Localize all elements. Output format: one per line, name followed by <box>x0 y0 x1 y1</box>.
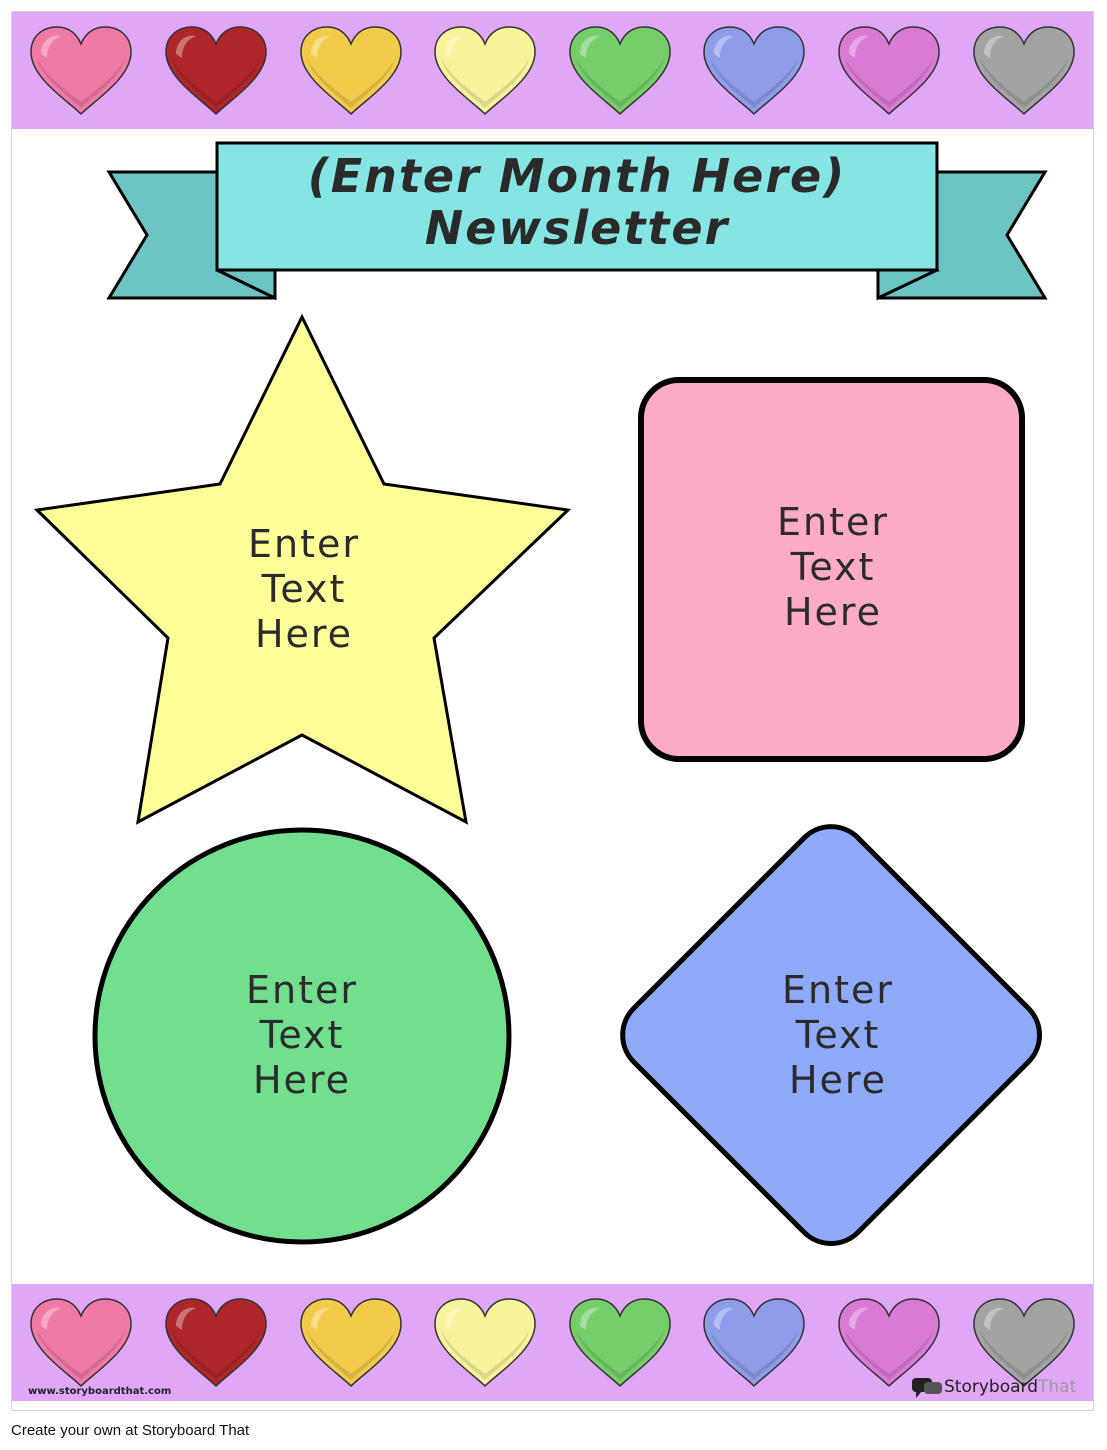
diamond-text-line-1: Enter <box>782 968 894 1012</box>
circle-text-line-3: Here <box>252 1058 352 1102</box>
title-line-newsletter: Newsletter <box>424 201 730 255</box>
star-text-line-2: Text <box>261 567 347 611</box>
logo-that: That <box>1038 1377 1077 1397</box>
heart-icon <box>434 1297 536 1387</box>
logo-storyboard: Storyboard <box>944 1377 1038 1397</box>
square-text-line-1: Enter <box>777 500 889 544</box>
heart-icon <box>165 1297 267 1387</box>
star-shape <box>33 313 572 825</box>
rounded-square-shape <box>638 377 1025 762</box>
heart-icon <box>972 25 1075 115</box>
diamond-text-line-2: Text <box>795 1013 881 1057</box>
shapes-canvas <box>33 141 1048 1246</box>
diamond-text[interactable]: Enter Text Here <box>738 968 938 1103</box>
heart-icon <box>299 25 402 115</box>
diamond-shape <box>620 824 1042 1246</box>
circle-text[interactable]: Enter Text Here <box>202 968 402 1103</box>
rounded-square-text[interactable]: Enter Text Here <box>733 500 933 635</box>
circle-text-line-2: Text <box>259 1013 345 1057</box>
star-text-line-1: Enter <box>248 522 360 566</box>
heart-icon <box>165 25 267 115</box>
create-your-own-caption[interactable]: Create your own at Storyboard That <box>11 1422 250 1439</box>
square-text-line-2: Text <box>790 545 876 589</box>
heart-icon <box>838 1297 940 1387</box>
circle-text-line-1: Enter <box>246 968 358 1012</box>
diamond-text-line-3: Here <box>788 1058 888 1102</box>
heart-icon <box>30 1297 133 1387</box>
newsletter-title: (Enter Month Here) Newsletter <box>217 150 937 254</box>
top-heart-border <box>12 12 1093 129</box>
heart-icon <box>703 25 806 115</box>
circle-shape <box>92 827 512 1245</box>
heart-icon <box>972 1297 1075 1387</box>
heart-icon <box>569 1297 671 1387</box>
heart-icon <box>703 1297 806 1387</box>
heart-icon <box>30 25 133 115</box>
speech-bubbles-icon <box>912 1378 942 1398</box>
newsletter-sheet: (Enter Month Here) Newsletter Enter Text… <box>11 11 1094 1411</box>
heart-icon <box>569 25 671 115</box>
square-text-line-3: Here <box>783 590 883 634</box>
ribbon-front <box>215 141 939 272</box>
site-url[interactable]: www.storyboardthat.com <box>28 1386 172 1397</box>
heart-icon <box>299 1297 402 1387</box>
star-text[interactable]: Enter Text Here <box>204 522 404 657</box>
star-text-line-3: Here <box>254 612 354 656</box>
heart-icon <box>838 25 940 115</box>
heart-icon <box>434 25 536 115</box>
title-line-month: (Enter Month Here) <box>307 149 847 203</box>
